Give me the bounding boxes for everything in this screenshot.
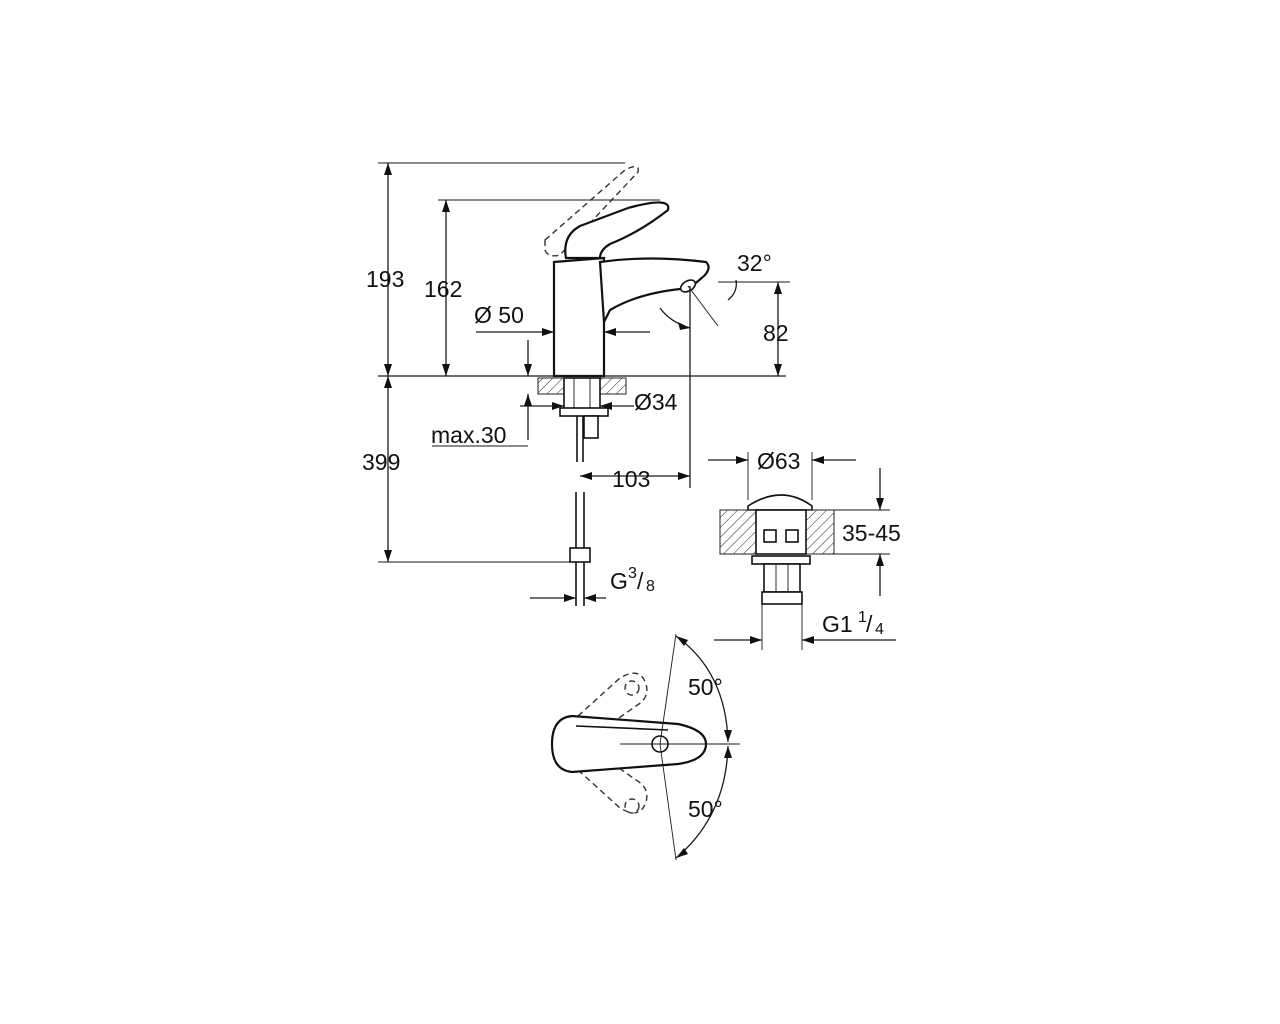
- angle-arc-32: [659, 307, 691, 329]
- label-g38: G 3 / 8: [610, 565, 655, 595]
- lever-handle: [564, 201, 670, 260]
- label-50deg-upper: 50°: [688, 674, 723, 700]
- label-g1-prefix: G1: [822, 611, 853, 637]
- label-d63: Ø63: [757, 448, 800, 474]
- label-max30: max.30: [431, 422, 506, 448]
- label-193: 193: [366, 266, 404, 292]
- label-82: 82: [763, 320, 789, 346]
- lever-open-outline: [544, 165, 639, 257]
- label-g38-num: 3: [628, 565, 637, 582]
- faucet-side-view: [378, 162, 790, 606]
- label-162: 162: [424, 276, 462, 302]
- mounting-stud: [563, 377, 601, 413]
- waste-cap: [747, 494, 813, 511]
- label-g38-prefix: G: [610, 568, 628, 594]
- angle-arc-lower: [675, 745, 729, 859]
- waste-side-view: [708, 452, 896, 650]
- label-g1-den: 4: [875, 621, 884, 638]
- svg-text:/: /: [637, 568, 644, 594]
- faucet-top-view: [550, 633, 740, 861]
- faucet-spout: [598, 257, 710, 327]
- svg-text:/: /: [866, 611, 873, 637]
- faucet-body: [552, 256, 606, 378]
- connector: [583, 415, 599, 439]
- label-d34: Ø34: [634, 389, 678, 415]
- waste-nut: [763, 563, 801, 593]
- label-g1-num: 1: [858, 609, 867, 626]
- label-32deg: 32°: [737, 250, 772, 276]
- label-399: 399: [362, 449, 400, 475]
- label-103: 103: [612, 466, 650, 492]
- label-d50: Ø 50: [474, 302, 524, 328]
- angle-arc-upper: [675, 635, 729, 743]
- mounting-nut: [559, 407, 609, 417]
- label-50deg-lower: 50°: [688, 796, 723, 822]
- label-35-45: 35-45: [842, 520, 901, 546]
- spout-angle-line: [687, 285, 719, 327]
- hose-nut: [569, 547, 591, 563]
- label-g1-14: G1 1 / 4: [822, 609, 884, 638]
- label-g38-den: 8: [646, 578, 655, 595]
